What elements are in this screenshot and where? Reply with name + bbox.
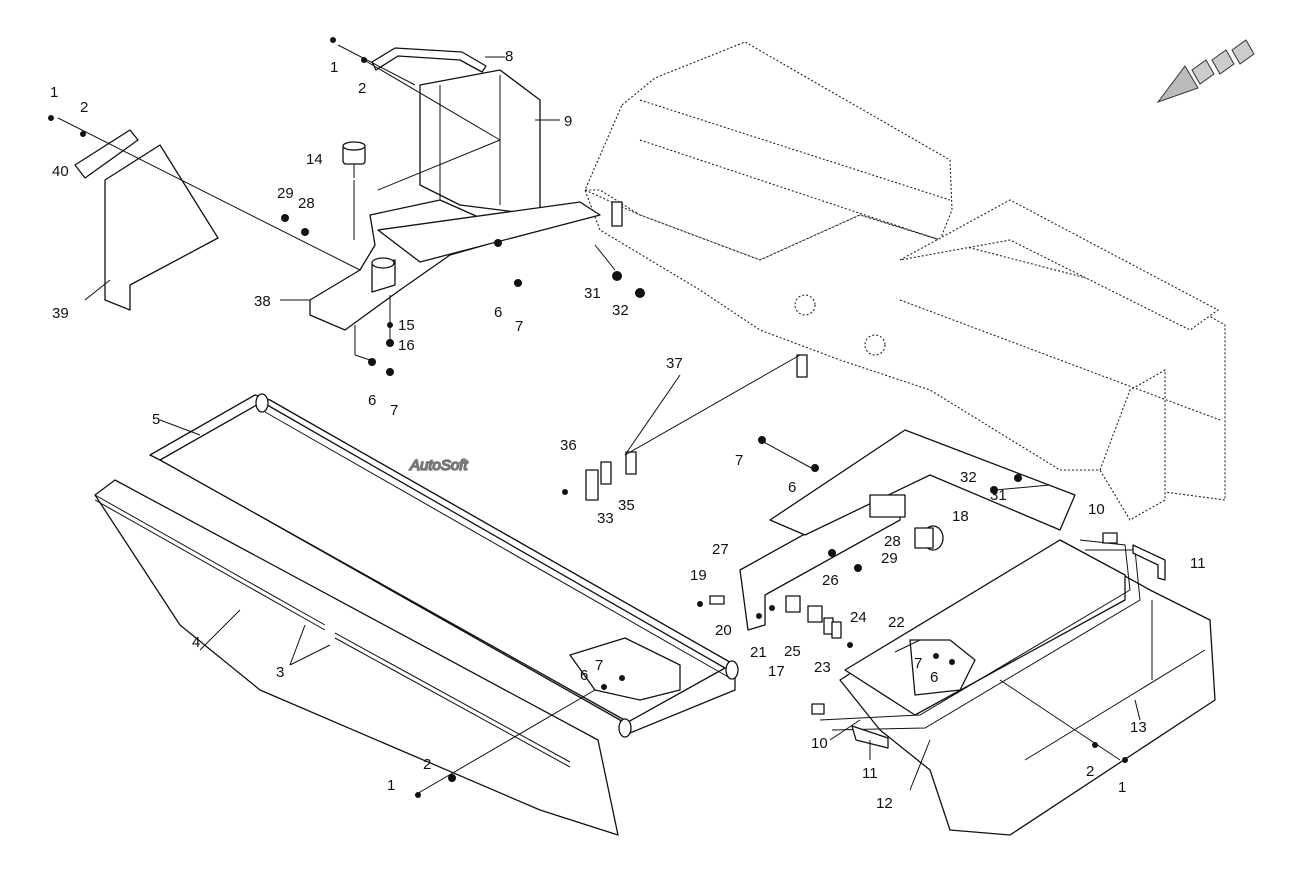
callout-19: 19: [690, 567, 707, 584]
callout-31: 31: [990, 487, 1007, 504]
callout-2: 2: [423, 756, 431, 773]
callout-7: 7: [595, 657, 603, 674]
callout-36: 36: [560, 437, 577, 454]
callout-16: 16: [398, 337, 415, 354]
callout-23: 23: [814, 659, 831, 676]
callout-20: 20: [715, 622, 732, 639]
part-shield: [419, 69, 541, 216]
callout-1: 1: [330, 59, 338, 76]
callout-5: 5: [152, 411, 160, 428]
callout-32: 32: [960, 469, 977, 486]
part-plate: [377, 201, 601, 263]
callout-3: 3: [276, 664, 284, 681]
part-tabs: [811, 532, 1166, 749]
callout-29: 29: [881, 550, 898, 567]
callout-37: 37: [666, 355, 683, 372]
callout-1: 1: [1118, 779, 1126, 796]
callout-10: 10: [811, 735, 828, 752]
callout-24: 24: [850, 609, 867, 626]
callout-26: 26: [822, 572, 839, 589]
leader-lines: [57, 44, 1153, 796]
watermark-text: AutoSoft: [409, 457, 468, 474]
part-tank: [819, 539, 1216, 836]
callout-17: 17: [768, 663, 785, 680]
callout-33: 33: [597, 510, 614, 527]
callout-1: 1: [387, 777, 395, 794]
hardware-dots: [48, 37, 1128, 798]
callout-7: 7: [390, 402, 398, 419]
part-frame: [149, 393, 739, 738]
callout-10: 10: [1088, 501, 1105, 518]
part-side-panel: [74, 129, 219, 311]
callout-4: 4: [192, 634, 200, 651]
part-skirt: [94, 479, 619, 836]
callout-7: 7: [515, 318, 523, 335]
part-small-clamps: [709, 595, 842, 639]
callout-7: 7: [735, 452, 743, 469]
callout-31: 31: [584, 285, 601, 302]
callout-labels: 1 2 8 9 1 2 40 39 14 29 28 38 15 16 6 7 …: [50, 48, 1206, 812]
callout-38: 38: [254, 293, 271, 310]
callout-9: 9: [564, 113, 572, 130]
callout-14: 14: [306, 151, 323, 168]
callout-40: 40: [52, 163, 69, 180]
callout-22: 22: [888, 614, 905, 631]
callout-28: 28: [298, 195, 315, 212]
callout-7: 7: [914, 655, 922, 672]
callout-39: 39: [52, 305, 69, 322]
callout-21: 21: [750, 644, 767, 661]
callout-2: 2: [358, 80, 366, 97]
part-cap: [342, 141, 366, 178]
callout-2: 2: [1086, 763, 1094, 780]
callout-18: 18: [952, 508, 969, 525]
callout-28: 28: [884, 533, 901, 550]
callout-13: 13: [1130, 719, 1147, 736]
callout-11: 11: [862, 765, 878, 782]
callout-8: 8: [505, 48, 513, 65]
callout-32: 32: [612, 302, 629, 319]
part-strap: [371, 47, 487, 73]
callout-6: 6: [580, 667, 588, 684]
callout-15: 15: [398, 317, 415, 334]
callout-27: 27: [712, 541, 729, 558]
direction-arrow-icon: [1156, 39, 1255, 104]
callout-25: 25: [784, 643, 801, 660]
callout-11: 11: [1190, 555, 1206, 572]
callout-2: 2: [80, 99, 88, 116]
callout-6: 6: [494, 304, 502, 321]
callout-12: 12: [876, 795, 893, 812]
machine-body-outline: [584, 41, 1226, 521]
part-lower-bracket: [739, 429, 1076, 631]
callout-1: 1: [50, 84, 58, 101]
callout-29: 29: [277, 185, 294, 202]
part-knob: [914, 525, 944, 551]
callout-35: 35: [618, 497, 635, 514]
callout-6: 6: [368, 392, 376, 409]
callout-6: 6: [788, 479, 796, 496]
callout-6: 6: [930, 669, 938, 686]
